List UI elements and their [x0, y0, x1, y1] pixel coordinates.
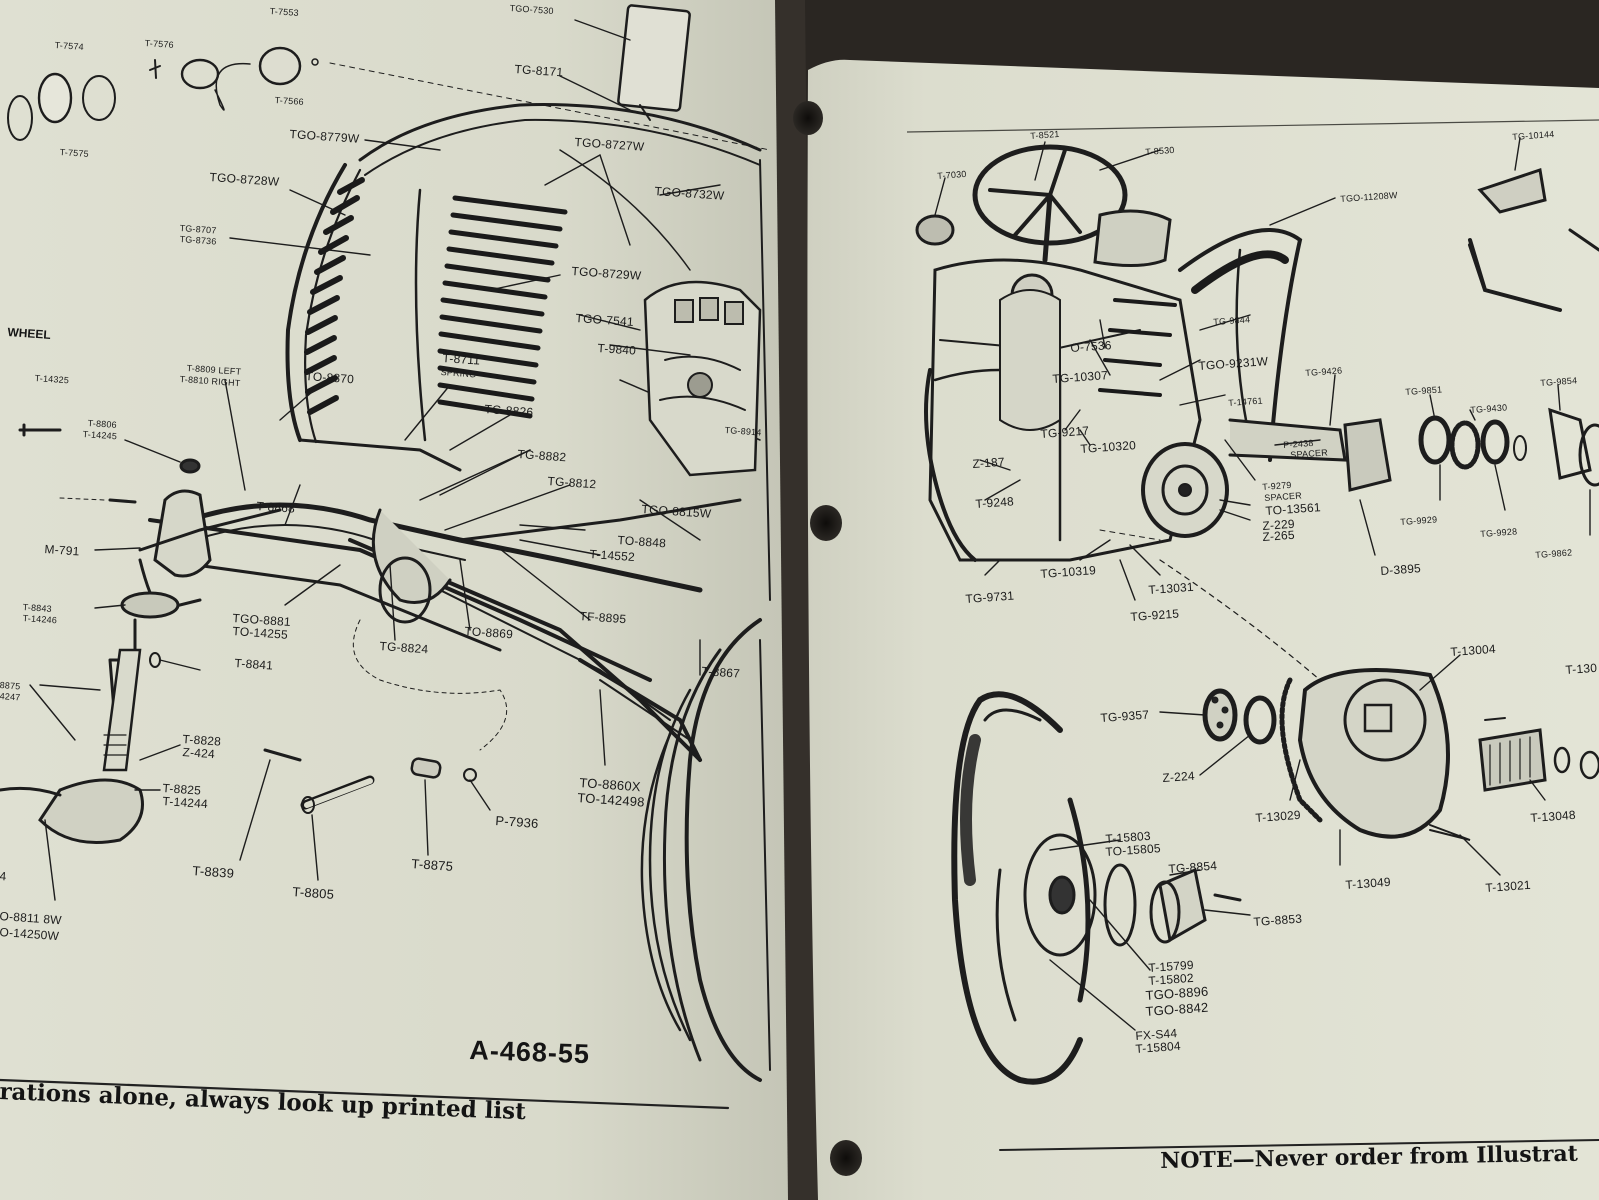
binder-hole: [793, 101, 823, 135]
part-label: P-7936: [494, 813, 540, 831]
rear-axle-illustration: [915, 137, 1599, 1151]
part-label: T-8711: [442, 351, 481, 368]
binder-hole: [810, 505, 842, 541]
part-label: T-7574: [54, 40, 85, 53]
binder-hole: [830, 1140, 862, 1176]
part-label: T-8875: [410, 856, 454, 874]
part-label: T-7553: [269, 6, 300, 19]
part-label: 4: [0, 869, 7, 884]
part-label: T-8806: [87, 418, 118, 431]
part-label: M-791: [44, 542, 81, 559]
part-label: 4247: [0, 691, 21, 703]
part-label: T-8843: [22, 602, 53, 615]
part-label: T-8867: [701, 664, 741, 681]
part-label: T-8841: [234, 656, 274, 673]
part-label: T-8805: [291, 884, 335, 902]
part-label: T-8521: [1030, 128, 1060, 141]
part-label: T-130: [1564, 660, 1598, 677]
part-label: T-9279: [1262, 479, 1292, 492]
part-label: T-8530: [1145, 144, 1175, 157]
part-label: T-7030: [937, 168, 967, 181]
part-label: Z-187: [971, 454, 1006, 471]
part-label: Z-224: [1161, 768, 1196, 785]
section-label: WHEEL: [7, 325, 52, 342]
part-label: 8875: [0, 680, 21, 692]
part-label: T-9248: [974, 494, 1015, 511]
part-label: T-7566: [274, 95, 305, 108]
part-label: Z-265: [1261, 527, 1296, 544]
part-label: T-7575: [59, 147, 90, 160]
part-label: Z-424: [182, 745, 216, 762]
part-label: T-7576: [144, 38, 175, 51]
left-page: [0, 0, 790, 1200]
part-label: T-8868: [256, 499, 296, 516]
tractor-front-illustration: [0, 4, 771, 1110]
figure-number: A-468-55: [468, 1035, 591, 1070]
part-label: T-9840: [597, 341, 637, 358]
part-label: T-8839: [191, 863, 235, 881]
